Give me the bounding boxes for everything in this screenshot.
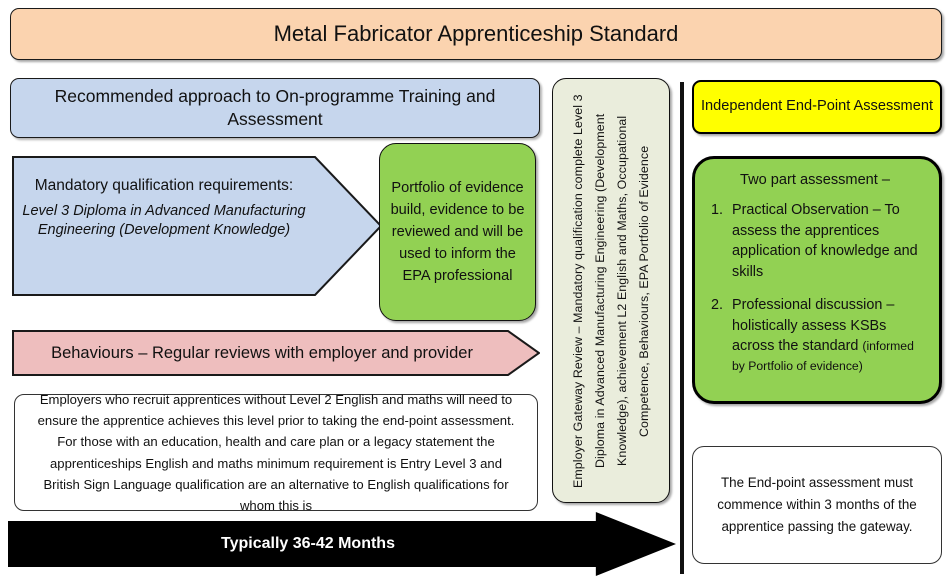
behaviours-label: Behaviours – Regular reviews with employ… bbox=[51, 343, 473, 362]
page-title: Metal Fabricator Apprenticeship Standard bbox=[10, 8, 942, 60]
employer-gateway-review-box: Employer Gateway Review – Mandatory qual… bbox=[552, 78, 670, 503]
duration-arrow-icon bbox=[8, 512, 676, 576]
assessment-item-small: (informed by Portfolio of evidence) bbox=[732, 338, 914, 374]
assessment-item-main: Professional discussion – holistically a… bbox=[732, 297, 895, 354]
employers-note: Employers who recruit apprentices withou… bbox=[14, 392, 538, 513]
two-part-assessment-box: Two part assessment – Practical Observat… bbox=[692, 156, 942, 404]
epa-timing-note: The End-point assessment must commence w… bbox=[692, 446, 942, 564]
independent-epa-banner: Independent End-Point Assessment bbox=[692, 80, 942, 134]
gateway-review-text: Employer Gateway Review – Mandatory qual… bbox=[570, 93, 652, 488]
list-item: Practical Observation – To assess the ap… bbox=[727, 200, 925, 282]
mandatory-detail: Level 3 Diploma in Advanced Manufacturin… bbox=[22, 202, 306, 239]
list-item: Professional discussion – holistically a… bbox=[727, 295, 925, 377]
assessment-heading: Two part assessment – bbox=[739, 172, 891, 188]
mandatory-qualification-text: Mandatory qualification requirements: Le… bbox=[14, 176, 314, 241]
assessment-item-main: Practical Observation – To assess the ap… bbox=[732, 202, 918, 280]
portfolio-of-evidence-box: Portfolio of evidence build, evidence to… bbox=[379, 143, 536, 321]
mandatory-heading: Mandatory qualification requirements: bbox=[34, 177, 294, 194]
section-divider bbox=[680, 82, 684, 574]
duration-label: Typically 36-42 Months bbox=[221, 535, 395, 552]
onprogramme-banner: Recommended approach to On-programme Tra… bbox=[10, 78, 540, 138]
assessment-list: Practical Observation – To assess the ap… bbox=[705, 200, 925, 390]
